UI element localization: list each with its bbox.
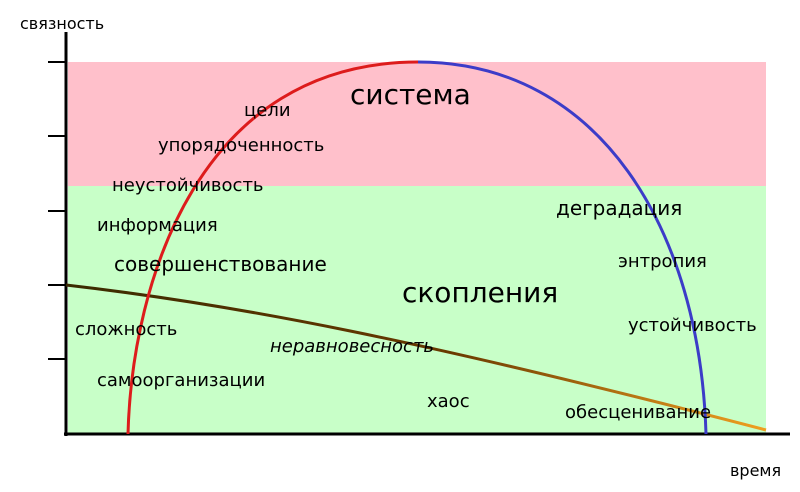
label-orderliness: упорядоченность	[158, 135, 324, 156]
label-improvement: совершенствование	[114, 252, 327, 276]
label-nonequilibrium: неравновесность	[270, 336, 434, 357]
system-zone	[68, 62, 766, 186]
label-complexity: сложность	[75, 319, 177, 340]
rising-arc	[126, 60, 419, 435]
accumulation-label: скопления	[402, 276, 558, 309]
label-stability: устойчивость	[628, 315, 757, 336]
label-information: информация	[97, 215, 218, 236]
system-label: система	[350, 78, 471, 111]
decline-line	[65, 283, 767, 432]
label-self-organization: самоорганизации	[97, 370, 265, 391]
x-axis-label: время	[730, 461, 781, 480]
label-depreciation: обесценивание	[565, 402, 711, 423]
label-goals: цели	[244, 100, 291, 121]
falling-arc	[417, 60, 708, 435]
label-degradation: деградация	[556, 196, 682, 220]
label-instability: неустойчивость	[112, 175, 264, 196]
y-axis-label: связность	[20, 14, 104, 33]
label-chaos: хаос	[427, 391, 470, 412]
accumulation-zone	[68, 186, 766, 434]
label-entropy: энтропия	[618, 251, 707, 272]
